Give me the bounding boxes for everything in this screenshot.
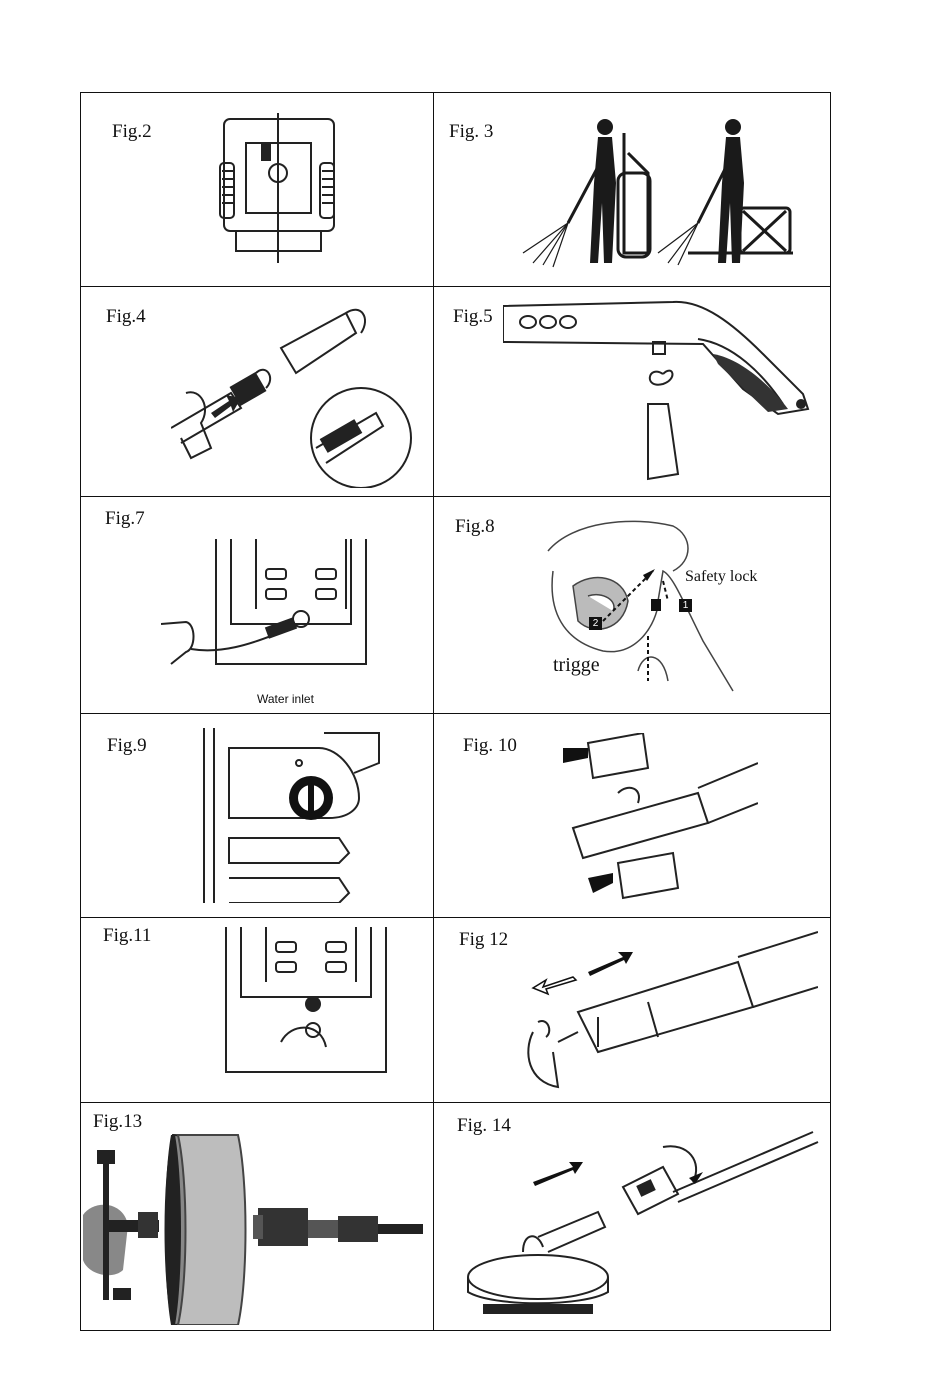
figure-label: Fig.2 (112, 121, 152, 143)
nozzle-rotation-icon (558, 733, 758, 908)
nozzle-cleaning-icon (518, 922, 818, 1097)
figure-cell-fig2: Fig.2 (81, 93, 433, 286)
figure-label: Fig.4 (106, 306, 146, 328)
water-inlet-caption: Water inlet (257, 692, 314, 706)
figure-cell-fig9: Fig.9 (81, 713, 433, 917)
spray-gun-icon (503, 294, 828, 489)
figure-label: Fig.7 (105, 508, 145, 530)
operator-spraying-icon (488, 113, 808, 273)
water-inlet-icon (161, 534, 386, 689)
figure-cell-fig12: Fig 12 (433, 917, 832, 1102)
figure-cell-fig13: Fig.13 (81, 1102, 433, 1332)
figure-cell-fig10: Fig. 10 (433, 713, 832, 917)
patio-cleaner-icon (463, 1122, 823, 1317)
hose-connection-icon (171, 298, 416, 488)
figure-label: Fig. 3 (449, 121, 493, 143)
step-1-badge: 1 (679, 599, 692, 612)
figure-label: Fig.11 (103, 925, 151, 947)
outlet-connection-icon (221, 922, 391, 1097)
figure-label: Fig.9 (107, 735, 147, 757)
figure-label: Fig 12 (459, 929, 508, 951)
figure-label: Fig.5 (453, 306, 493, 328)
surface-brush-icon (83, 1130, 428, 1325)
figure-label: Fig.8 (455, 516, 495, 538)
trigger-callout: trigge (553, 654, 600, 677)
figure-cell-fig4: Fig.4 (81, 286, 433, 496)
figure-cell-fig14: Fig. 14 (433, 1102, 832, 1332)
pressure-washer-back-icon (216, 113, 351, 268)
figure-cell-fig8: Fig.8 Safety lock 1 (433, 496, 832, 713)
figure-cell-fig5: Fig.5 (433, 286, 832, 496)
figure-grid: Fig.2 (80, 92, 831, 1331)
figure-label: Fig. 10 (463, 735, 517, 757)
figure-cell-fig11: Fig.11 (81, 917, 433, 1102)
safety-lock-callout: Safety lock (685, 568, 757, 586)
figure-cell-fig7: Fig.7 Water inlet (81, 496, 433, 713)
figure-cell-fig3: Fig. 3 (433, 93, 832, 286)
pressure-dial-icon (199, 728, 399, 903)
step-2-badge: 2 (589, 617, 602, 630)
